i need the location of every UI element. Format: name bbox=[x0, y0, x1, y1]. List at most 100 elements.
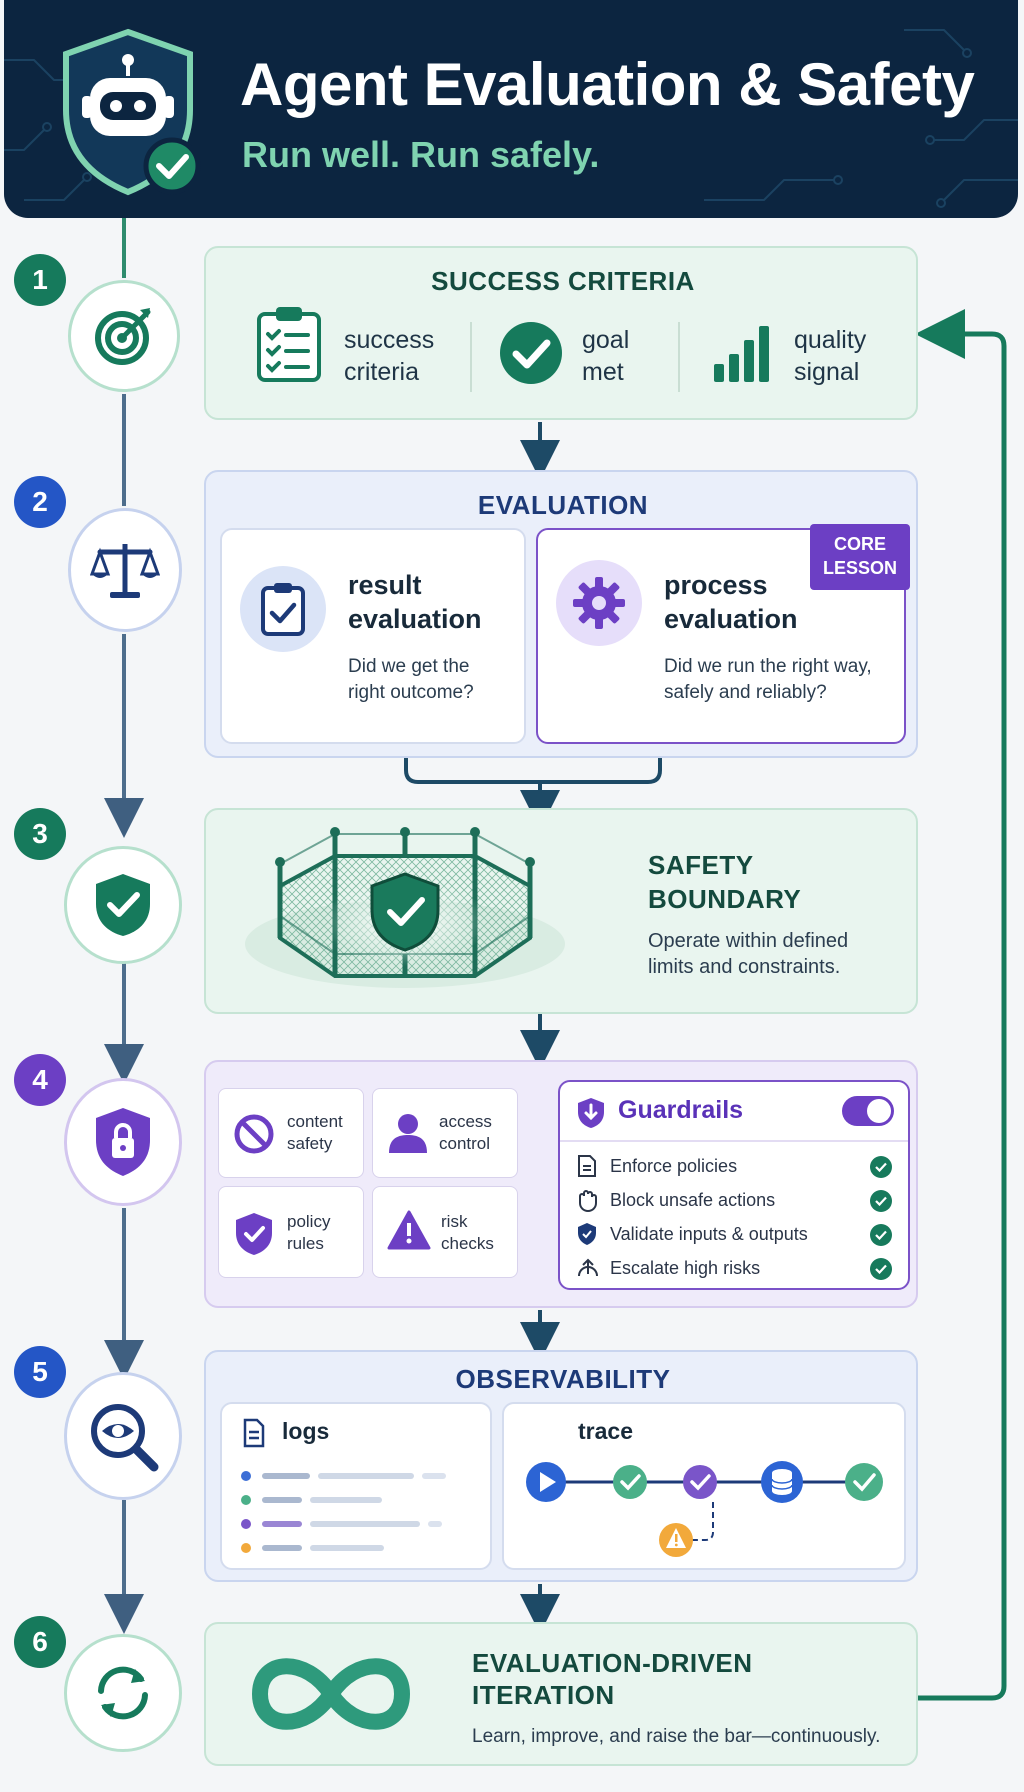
shield-robot-logo bbox=[63, 28, 201, 196]
step-3-badge bbox=[64, 846, 182, 964]
warning-icon bbox=[387, 1210, 431, 1250]
core-lesson-line1: CORE bbox=[833, 534, 886, 554]
log-line-bar bbox=[318, 1473, 414, 1479]
log-line-bar bbox=[262, 1497, 302, 1503]
log-line-bar bbox=[422, 1473, 446, 1479]
guardrails-toggle[interactable] bbox=[842, 1096, 894, 1126]
trace-end-node bbox=[845, 1463, 883, 1501]
gear-icon bbox=[573, 577, 625, 629]
tile-risk-checks-line1: risk bbox=[441, 1212, 468, 1231]
safety-boundary-panel: SAFETY BOUNDARY Operate within defined l… bbox=[204, 808, 918, 1014]
log-dot bbox=[241, 1471, 251, 1481]
process-eval-line2: evaluation bbox=[664, 604, 798, 634]
step-1-badge bbox=[68, 280, 180, 392]
page-subtitle: Run well. Run safely. bbox=[242, 134, 600, 175]
log-dot bbox=[241, 1543, 251, 1553]
step-number-1: 1 bbox=[14, 254, 66, 306]
log-line-bar bbox=[262, 1473, 310, 1479]
evaluation-title: EVALUATION bbox=[477, 490, 649, 520]
criteria-item-1-line2: criteria bbox=[344, 358, 420, 386]
divider bbox=[560, 1140, 908, 1142]
checklist-icon bbox=[257, 307, 321, 382]
tile-access-control: access control bbox=[372, 1088, 518, 1178]
log-line-bar bbox=[310, 1545, 384, 1551]
result-eval-line2: evaluation bbox=[348, 604, 482, 634]
guardrails-card: Guardrails Enforce policies Block unsafe… bbox=[558, 1080, 910, 1290]
user-icon bbox=[389, 1114, 427, 1153]
log-lines bbox=[241, 1471, 446, 1553]
shield-lock-icon bbox=[96, 1108, 150, 1176]
safety-desc-line1: Operate within defined bbox=[648, 930, 849, 952]
criteria-item-3-line1: quality bbox=[794, 326, 867, 354]
step-6-badge bbox=[64, 1634, 182, 1752]
guardrail-rule-3: Validate inputs & outputs bbox=[610, 1224, 808, 1244]
step-5-badge bbox=[64, 1372, 182, 1500]
tile-risk-checks-line2: checks bbox=[441, 1234, 494, 1253]
criteria-item-2-line1: goal bbox=[582, 326, 630, 354]
document-icon bbox=[243, 1418, 265, 1448]
log-line-bar bbox=[262, 1545, 302, 1551]
step-2-badge bbox=[68, 508, 182, 632]
trace-label: trace bbox=[578, 1418, 633, 1444]
rule-1-check-icon bbox=[870, 1156, 892, 1178]
divider bbox=[470, 322, 472, 392]
criteria-item-1-line1: success bbox=[344, 326, 435, 354]
success-criteria-panel: SUCCESS CRITERIA success criteria goal m… bbox=[204, 246, 918, 420]
clipboard-badge bbox=[240, 566, 326, 652]
guardrails-panel: content safety access control policy rul… bbox=[204, 1060, 918, 1308]
document-icon bbox=[578, 1155, 596, 1177]
guardrail-rule-4: Escalate high risks bbox=[610, 1258, 761, 1278]
log-line-bar bbox=[310, 1521, 420, 1527]
criteria-item-2-line2: met bbox=[582, 358, 624, 386]
gear-badge bbox=[556, 560, 642, 646]
escalate-icon bbox=[578, 1258, 598, 1277]
log-line-bar bbox=[262, 1521, 302, 1527]
divider bbox=[678, 322, 680, 392]
guardrail-rule-1: Enforce policies bbox=[610, 1156, 738, 1176]
check-circle-icon bbox=[500, 322, 562, 384]
refresh-cycle-icon bbox=[98, 1666, 148, 1720]
infinity-icon bbox=[252, 1658, 410, 1730]
safety-desc-line2: limits and constraints. bbox=[648, 956, 841, 978]
toggle-knob bbox=[867, 1099, 891, 1123]
shield-check-icon bbox=[236, 1213, 272, 1255]
result-eval-question-1: Did we get the bbox=[348, 656, 470, 677]
signal-bars-icon bbox=[714, 326, 769, 382]
trace-card: trace bbox=[502, 1402, 906, 1570]
scales-icon bbox=[90, 544, 160, 598]
rule-4-check-icon bbox=[870, 1258, 892, 1280]
step-number-2: 2 bbox=[14, 476, 66, 528]
iteration-panel: EVALUATION-DRIVEN ITERATION Learn, impro… bbox=[204, 1622, 918, 1766]
rule-3-check-icon bbox=[870, 1224, 892, 1246]
guardrail-rule-2: Block unsafe actions bbox=[610, 1190, 776, 1210]
result-evaluation-card: result evaluation Did we get the right o… bbox=[220, 528, 526, 744]
shield-icon bbox=[578, 1098, 604, 1128]
process-eval-question-1: Did we run the right way, bbox=[664, 656, 872, 677]
logs-card: logs bbox=[220, 1402, 492, 1570]
log-line-bar bbox=[310, 1497, 382, 1503]
ban-icon bbox=[234, 1114, 274, 1154]
fence-enclosure-illustration bbox=[245, 827, 565, 988]
result-eval-question-2: right outcome? bbox=[348, 682, 474, 703]
iteration-desc: Learn, improve, and raise the bar—contin… bbox=[472, 1726, 881, 1747]
core-lesson-line2: LESSON bbox=[822, 558, 897, 578]
target-icon bbox=[95, 308, 151, 365]
log-line-bar bbox=[428, 1521, 442, 1527]
step-4-badge bbox=[64, 1078, 182, 1206]
shield-icon bbox=[578, 1223, 596, 1245]
safety-title-line1: SAFETY bbox=[648, 850, 754, 880]
header-banner: Agent Evaluation & Safety Run well. Run … bbox=[4, 0, 1018, 218]
iteration-title-line2: ITERATION bbox=[472, 1680, 615, 1710]
tile-access-control-line1: access bbox=[439, 1112, 492, 1131]
safety-title-line2: BOUNDARY bbox=[648, 884, 802, 914]
evaluation-panel: EVALUATION result evaluation Did we get … bbox=[204, 470, 918, 758]
trace-flow bbox=[526, 1461, 883, 1557]
process-eval-line1: process bbox=[664, 570, 768, 600]
rule-2-check-icon bbox=[870, 1190, 892, 1212]
tile-content-safety-line1: content bbox=[287, 1112, 343, 1131]
page-title: Agent Evaluation & Safety bbox=[240, 51, 975, 118]
result-eval-line1: result bbox=[348, 570, 422, 600]
log-dot bbox=[241, 1519, 251, 1529]
tile-policy-rules-line1: policy bbox=[287, 1212, 331, 1231]
